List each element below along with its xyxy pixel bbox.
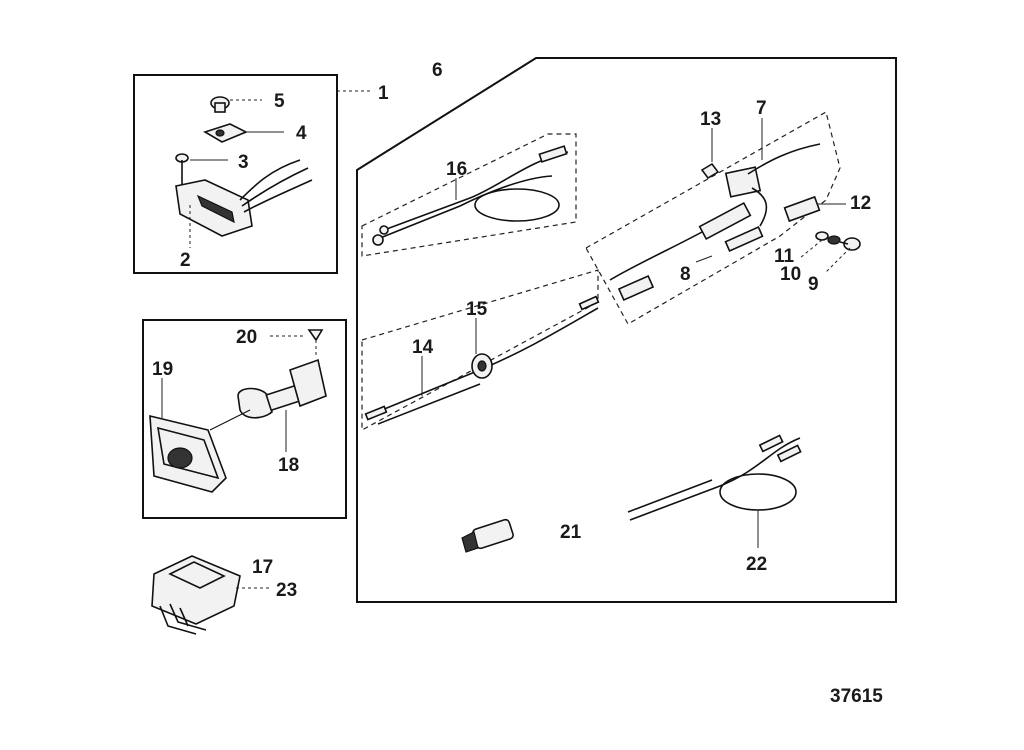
part-2-sensor xyxy=(175,159,313,248)
callout-23: 23 xyxy=(276,580,297,601)
part-12-fuse xyxy=(783,195,846,223)
callout-19: 19 xyxy=(152,359,173,380)
callout-17: 17 xyxy=(252,557,273,578)
callout-12: 12 xyxy=(850,193,871,214)
callout-20: 20 xyxy=(236,327,257,348)
callout-1: 1 xyxy=(378,83,389,104)
part-5-screw xyxy=(210,96,262,113)
callout-6: 6 xyxy=(432,60,443,81)
callout-18: 18 xyxy=(278,455,299,476)
callout-8: 8 xyxy=(680,264,691,285)
callout-3: 3 xyxy=(238,152,249,173)
callout-7: 7 xyxy=(756,98,767,119)
part-19-bezel xyxy=(149,378,227,493)
callout-2: 2 xyxy=(180,250,191,271)
part-7-harness-kit xyxy=(585,111,841,325)
callout-22: 22 xyxy=(746,554,767,575)
callout-10: 10 xyxy=(780,264,801,285)
part-22-harness xyxy=(627,434,802,548)
part-16-harness xyxy=(361,133,577,257)
callout-13: 13 xyxy=(700,109,721,130)
callout-14: 14 xyxy=(412,337,434,358)
part-18-bracket xyxy=(209,358,327,452)
callout-21: 21 xyxy=(560,522,582,543)
part-20-screw xyxy=(270,329,324,356)
part-4-clip xyxy=(203,123,284,143)
callout-15: 15 xyxy=(466,299,488,320)
assembly-box-18 xyxy=(142,319,347,519)
callout-11: 11 xyxy=(774,246,795,267)
part-23-module xyxy=(151,555,270,635)
figure-id: 37615 xyxy=(830,686,883,707)
callout-16: 16 xyxy=(446,159,467,180)
callout-4: 4 xyxy=(296,123,307,144)
assembly-frame-6 xyxy=(356,57,897,603)
callout-9: 9 xyxy=(808,274,819,295)
part-21-sender xyxy=(461,518,514,553)
callout-5: 5 xyxy=(274,91,285,112)
assembly-box-1 xyxy=(133,74,372,274)
part-9-screw xyxy=(825,237,861,273)
part-3-screw xyxy=(175,153,228,185)
part-11-10-washers xyxy=(799,231,841,259)
part-15-grommet xyxy=(471,318,493,379)
part-14-harness xyxy=(361,269,600,432)
